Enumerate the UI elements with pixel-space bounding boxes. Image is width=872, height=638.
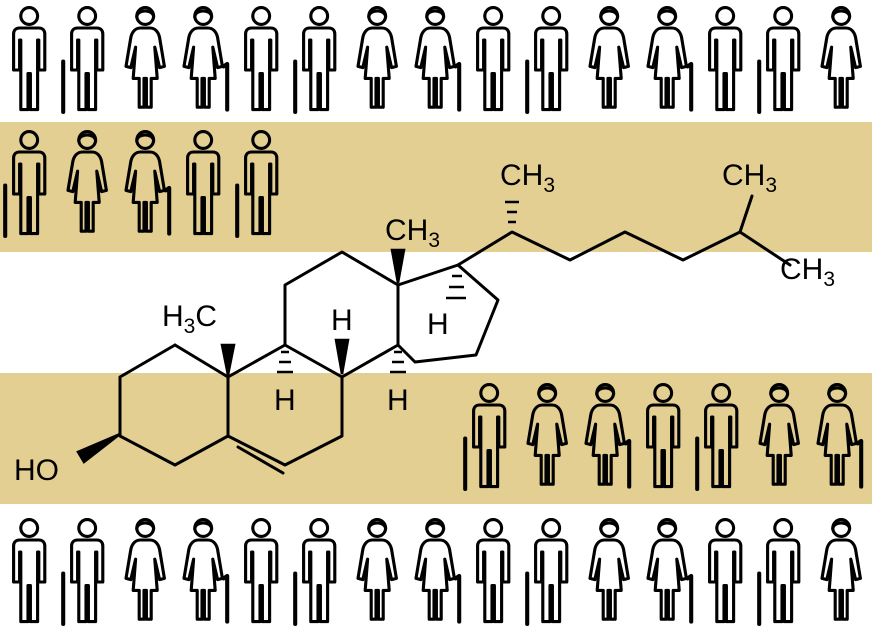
- methyl-label-isopropyl-upper: CH3: [722, 159, 777, 197]
- man-icon: [476, 518, 511, 624]
- ring-a-bonds: [118, 343, 230, 467]
- hydrogen-label-c17: H: [427, 308, 449, 341]
- man-icon: [12, 6, 47, 112]
- woman-icon: [820, 6, 862, 109]
- man-cane-icon: [3, 130, 47, 239]
- side-chain-bonds: [456, 230, 792, 267]
- woman-cane-icon: [124, 130, 172, 236]
- woman-icon: [526, 383, 568, 486]
- woman-icon: [758, 383, 800, 486]
- woman-cane-icon: [414, 6, 462, 112]
- man-icon: [708, 518, 743, 624]
- man-cane-icon: [293, 518, 337, 627]
- ring-b-bonds: [226, 343, 344, 467]
- hash-c14-h: [390, 350, 406, 374]
- man-icon: [244, 6, 279, 112]
- man-cane-icon: [61, 6, 105, 115]
- man-cane-icon: [695, 383, 739, 492]
- wedge-c13-methyl: [390, 248, 406, 284]
- woman-icon: [820, 518, 862, 621]
- woman-icon: [66, 130, 108, 233]
- woman-icon: [124, 6, 166, 109]
- woman-cane-icon: [646, 518, 694, 624]
- man-cane-icon: [293, 6, 337, 115]
- woman-cane-icon: [182, 518, 230, 624]
- woman-icon: [356, 6, 398, 109]
- hash-c9-h: [277, 350, 293, 374]
- man-cane-icon: [525, 6, 569, 115]
- wedge-hydroxyl: [76, 432, 121, 464]
- hydrogen-label-c8: H: [331, 304, 353, 337]
- methyl-label-c13: CH3: [385, 214, 440, 252]
- man-cane-icon: [757, 518, 801, 627]
- isopropyl-methyl-bond: [738, 194, 754, 234]
- man-icon: [12, 518, 47, 624]
- ring-d-bonds: [396, 263, 500, 364]
- ring-b-double-bond: [236, 445, 285, 475]
- methyl-label-isopropyl-lower: CH3: [780, 253, 835, 291]
- wedge-c10-methyl: [220, 343, 236, 376]
- hydroxyl-label: HO: [14, 454, 59, 487]
- hydrogen-label-c9: H: [274, 384, 296, 417]
- woman-icon: [588, 6, 630, 109]
- woman-cane-icon: [182, 6, 230, 112]
- woman-icon: [124, 518, 166, 621]
- woman-cane-icon: [414, 518, 462, 624]
- man-icon: [244, 518, 279, 624]
- hash-c17-h: [446, 274, 466, 300]
- methyl-label-c20: CH3: [500, 159, 555, 197]
- man-icon: [708, 6, 743, 112]
- lower-highlight-band: [0, 373, 872, 504]
- man-icon: [476, 6, 511, 112]
- man-cane-icon: [61, 518, 105, 627]
- woman-cane-icon: [646, 6, 694, 112]
- wedge-c8-h: [334, 338, 350, 375]
- man-cane-icon: [235, 130, 279, 239]
- man-icon: [186, 130, 221, 236]
- hash-c20-methyl: [505, 200, 519, 224]
- woman-cane-icon: [816, 383, 864, 489]
- stereo-bonds: [76, 200, 519, 464]
- man-icon: [646, 383, 681, 489]
- man-cane-icon: [525, 518, 569, 627]
- cholesterol-structure: [118, 194, 792, 475]
- hydrogen-label-c14: H: [387, 384, 409, 417]
- ring-c-bonds: [283, 250, 400, 379]
- woman-icon: [588, 518, 630, 621]
- atom-labels: H3C CH3 CH3 CH3 CH3 HO H H H H: [14, 159, 835, 487]
- woman-cane-icon: [584, 383, 632, 489]
- people-icons: [3, 6, 864, 627]
- man-cane-icon: [463, 383, 507, 492]
- methyl-label-c10: H3C: [162, 300, 217, 338]
- man-cane-icon: [757, 6, 801, 115]
- woman-icon: [356, 518, 398, 621]
